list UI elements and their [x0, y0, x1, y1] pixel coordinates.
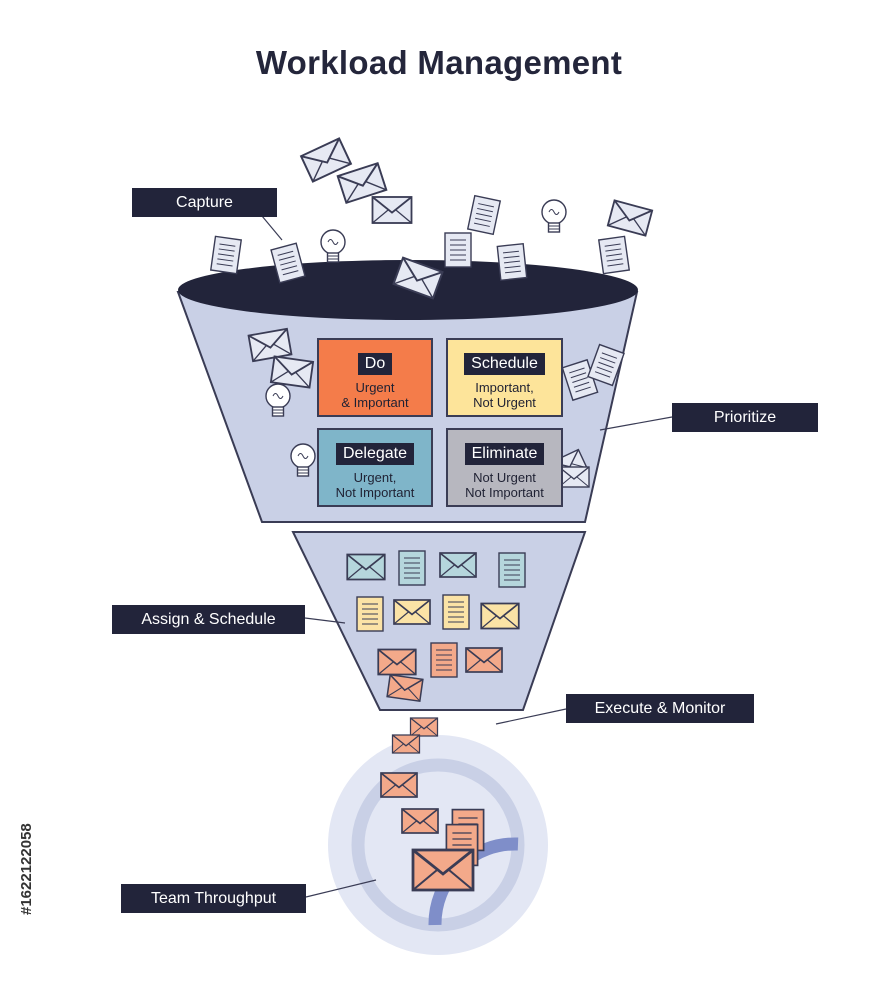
quadrant-eliminate-title: Eliminate — [464, 443, 545, 465]
prioritize-leader — [599, 416, 673, 431]
quadrant-do: Do Urgent & Important — [317, 338, 433, 417]
throughput-ring — [351, 758, 525, 932]
stage-label-execute-monitor: Execute & Monitor — [566, 694, 754, 723]
quadrant-do-subtitle: Urgent & Important — [341, 380, 409, 410]
quadrant-do-title: Do — [357, 353, 393, 375]
stock-id-watermark: #1622122058 — [18, 823, 35, 915]
quadrant-delegate: Delegate Urgent, Not Important — [317, 428, 433, 507]
quadrant-schedule: Schedule Important, Not Urgent — [446, 338, 563, 417]
assign-leader — [304, 617, 346, 624]
stage-label-team-throughput: Team Throughput — [121, 884, 306, 913]
funnel-lower-body — [291, 531, 587, 711]
quadrant-delegate-title: Delegate — [335, 443, 415, 465]
quadrant-eliminate-subtitle: Not Urgent Not Important — [465, 470, 544, 500]
execute-leader — [495, 708, 567, 725]
capture-leader — [261, 215, 283, 241]
quadrant-schedule-title: Schedule — [464, 353, 545, 375]
stage-label-prioritize: Prioritize — [672, 403, 818, 432]
stage-label-assign-schedule: Assign & Schedule — [112, 605, 305, 634]
page-title: Workload Management — [255, 44, 623, 81]
quadrant-eliminate: Eliminate Not Urgent Not Important — [446, 428, 563, 507]
quadrant-delegate-subtitle: Urgent, Not Important — [335, 470, 415, 500]
quadrant-schedule-subtitle: Important, Not Urgent — [473, 380, 536, 410]
throughput-leader — [305, 879, 377, 898]
stage-label-capture: Capture — [132, 188, 277, 217]
